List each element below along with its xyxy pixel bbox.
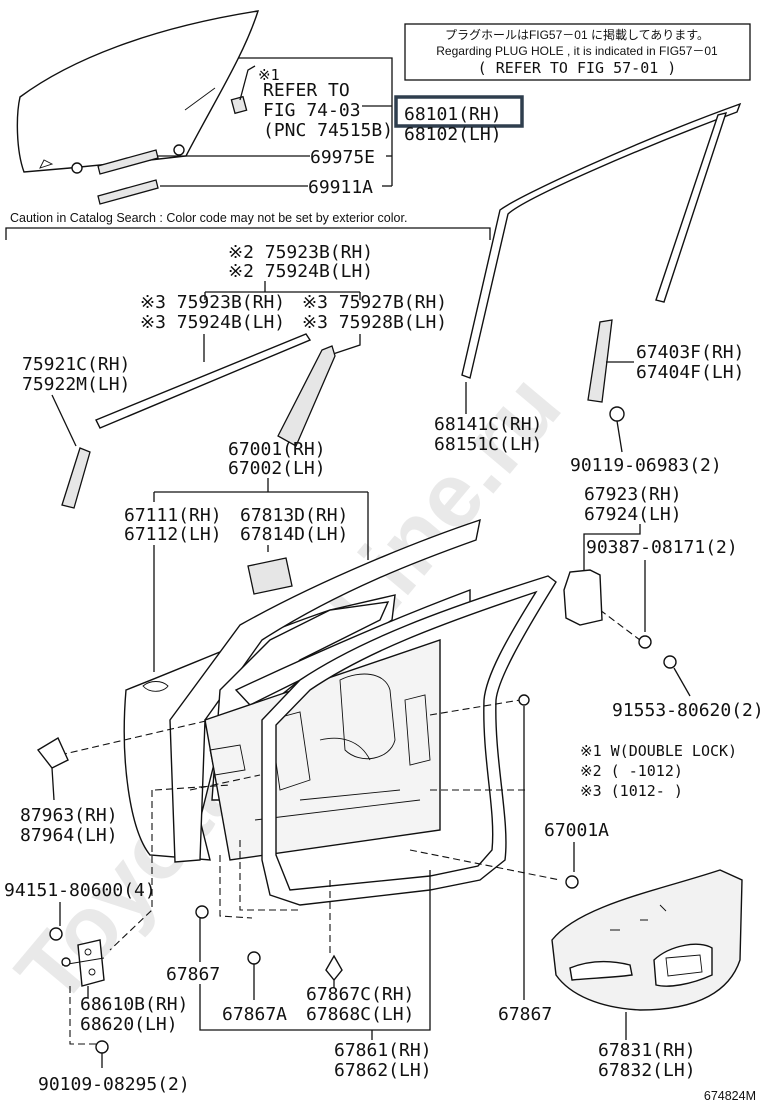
label-67002[interactable]: 67002(LH): [228, 458, 326, 479]
cover-87963: [36, 736, 69, 769]
label-94151[interactable]: 94151-80600(4): [4, 880, 156, 901]
hinge-68610b: [61, 939, 105, 987]
label-91553[interactable]: 91553-80620(2): [612, 700, 760, 721]
notice-box: [404, 23, 751, 81]
label-67831[interactable]: 67831(RH): [598, 1040, 696, 1061]
label-67813d[interactable]: 67813D(RH): [240, 505, 348, 526]
label-75924b-2[interactable]: ※2 75924B(LH): [228, 261, 373, 282]
label-90119[interactable]: 90119-06983(2): [570, 455, 722, 476]
label-75927b-3[interactable]: ※3 75927B(RH): [302, 292, 447, 313]
notice-line-ref: ( REFER TO FIG 57-01 ): [478, 59, 677, 77]
screw-94151: [49, 927, 63, 941]
clip-67867-right: [518, 694, 530, 706]
label-68102[interactable]: 68102(LH): [404, 124, 502, 145]
belt-moulding-75923b: [95, 333, 312, 429]
pad-67813d: [247, 557, 293, 595]
label-87963[interactable]: 87963(RH): [20, 805, 118, 826]
weatherstrip-67861: [261, 575, 557, 906]
label-67867c[interactable]: 67867C(RH): [306, 984, 414, 1005]
label-68151c[interactable]: 68151C(LH): [434, 434, 542, 455]
label-75921c[interactable]: 75921C(RH): [22, 354, 130, 375]
clip-67001a: [565, 875, 579, 889]
label-68610b[interactable]: 68610B(RH): [80, 994, 188, 1015]
caution-text: Caution in Catalog Search : Color code m…: [10, 211, 407, 225]
label-68101[interactable]: 68101(RH): [404, 104, 502, 125]
label-75923b-2[interactable]: ※2 75923B(RH): [228, 242, 373, 263]
notice-line-en: Regarding PLUG HOLE , it is indicated in…: [436, 44, 718, 58]
label-67832[interactable]: 67832(LH): [598, 1060, 696, 1081]
switch-67923: [563, 569, 603, 626]
label-75928b-3[interactable]: ※3 75928B(LH): [302, 312, 447, 333]
door-glass: [16, 10, 260, 174]
label-67867-left[interactable]: 67867: [166, 964, 220, 985]
label-67403f[interactable]: 67403F(RH): [636, 342, 744, 363]
legend-n2: ※2 ( -1012): [580, 762, 683, 780]
clip-67867-left: [195, 905, 209, 919]
highlight-box: [394, 95, 524, 128]
label-68141c[interactable]: 68141C(RH): [434, 414, 542, 435]
label-67404f[interactable]: 67404F(LH): [636, 362, 744, 383]
channel-69911a: [97, 179, 159, 205]
clip-90387: [638, 635, 652, 649]
clip-67867a: [247, 951, 261, 965]
label-67867a[interactable]: 67867A: [222, 1004, 287, 1025]
screw-90119: [609, 406, 625, 422]
label-90109[interactable]: 90109-08295(2): [38, 1074, 190, 1095]
legend-n3: ※3 (1012- ): [580, 782, 683, 800]
label-67923[interactable]: 67923(RH): [584, 484, 682, 505]
garnish-75921c: [61, 447, 91, 509]
refer-mark: ※1: [258, 66, 280, 84]
refer-line3: (PNC 74515B): [263, 120, 393, 141]
label-75924b-3[interactable]: ※3 75924B(LH): [140, 312, 285, 333]
label-67111[interactable]: 67111(RH): [124, 505, 222, 526]
label-67924[interactable]: 67924(LH): [584, 504, 682, 525]
bolt-90109: [95, 1040, 109, 1054]
label-69911a[interactable]: 69911A: [308, 177, 373, 198]
label-67867-right[interactable]: 67867: [498, 1004, 552, 1025]
notice-line-jp: プラグホールはFIG57－01 に掲載してあります。: [445, 27, 709, 42]
screw-91553: [663, 655, 677, 669]
pillar-garnish-67403f: [587, 319, 613, 403]
label-68620[interactable]: 68620(LH): [80, 1014, 178, 1035]
legend-n1: ※1 W(DOUBLE LOCK): [580, 742, 737, 760]
refer-line1: REFER TO: [263, 80, 350, 101]
clip-67867c: [325, 954, 343, 982]
label-67868c[interactable]: 67868C(LH): [306, 1004, 414, 1025]
label-67001a[interactable]: 67001A: [544, 820, 609, 841]
label-67862[interactable]: 67862(LH): [334, 1060, 432, 1081]
pillar-garnish-75927b: [277, 345, 336, 447]
label-69975e[interactable]: 69975E: [310, 147, 375, 168]
label-67814d[interactable]: 67814D(LH): [240, 524, 348, 545]
label-90387[interactable]: 90387-08171(2): [586, 537, 738, 558]
window-run-68141c: [461, 102, 742, 379]
label-67001[interactable]: 67001(RH): [228, 439, 326, 460]
channel-69975e: [97, 149, 159, 175]
label-75922m[interactable]: 75922M(LH): [22, 374, 130, 395]
label-67861[interactable]: 67861(RH): [334, 1040, 432, 1061]
label-87964[interactable]: 87964(LH): [20, 825, 118, 846]
refer-line2: FIG 74-03: [263, 100, 361, 121]
figure-code: 674824M: [704, 1089, 756, 1103]
label-67112[interactable]: 67112(LH): [124, 524, 222, 545]
label-75923b-3[interactable]: ※3 75923B(RH): [140, 292, 285, 313]
door-trim-67831: [551, 869, 743, 1011]
